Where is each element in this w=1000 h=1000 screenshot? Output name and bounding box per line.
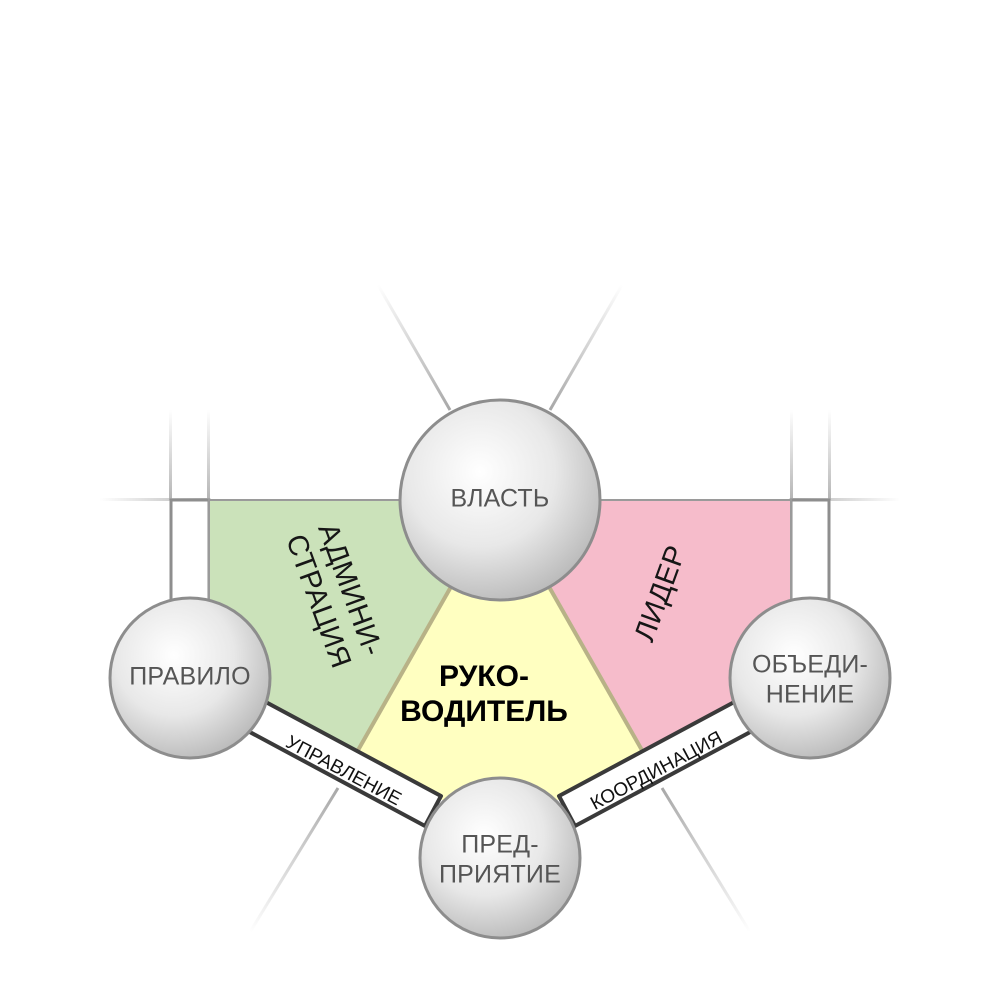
construction-lines — [100, 284, 900, 933]
right-side-bar — [789, 498, 831, 607]
power-node: ВЛАСТЬ — [398, 398, 602, 602]
guide-line-vertical-right-1 — [790, 410, 793, 500]
manager-label-line-1: РУКО- — [439, 660, 529, 693]
guide-line-lower-left — [248, 787, 340, 933]
guide-line-upper-left — [376, 284, 452, 411]
rule-label: ПРАВИЛО — [129, 663, 251, 691]
left-side-bar — [169, 498, 211, 607]
manager-region-right-edge — [546, 584, 645, 753]
guide-line-vertical-right-2 — [828, 410, 831, 500]
guide-line-horizontal-left — [100, 498, 210, 501]
enterprise-label-line-2: ПРИЯТИЕ — [439, 861, 561, 889]
enterprise-label-line-1: ПРЕД- — [461, 831, 539, 859]
manager-region-left-edge — [355, 584, 454, 753]
manager-label-line-2: ВОДИТЕЛЬ — [400, 695, 568, 728]
power-label: ВЛАСТЬ — [450, 485, 549, 513]
guide-line-vertical-left-1 — [169, 410, 172, 500]
nodes: ВЛАСТЬ ПРАВИЛО ОБЪЕДИ- НЕНИЕ ПРЕД- ПРИЯТ… — [108, 398, 892, 940]
association-label-line-2: НЕНИЕ — [766, 681, 854, 709]
guide-line-horizontal-right — [790, 498, 900, 501]
guide-line-vertical-left-2 — [207, 410, 210, 500]
guide-line-upper-right — [548, 284, 624, 411]
enterprise-node: ПРЕД- ПРИЯТИЕ — [418, 776, 582, 940]
rule-node: ПРАВИЛО — [108, 596, 272, 760]
manager-region — [357, 585, 643, 800]
association-node: ОБЪЕДИ- НЕНИЕ — [728, 596, 892, 760]
guide-line-lower-right — [660, 787, 752, 933]
association-label-line-1: ОБЪЕДИ- — [752, 651, 868, 679]
